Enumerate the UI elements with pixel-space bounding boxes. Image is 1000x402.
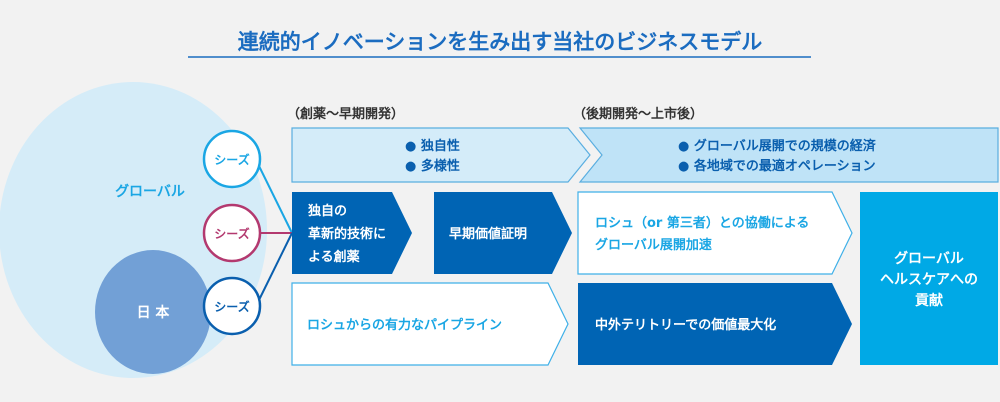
late-bullet: ● グローバル展開での規模の経済 [678, 138, 877, 154]
contribution-text: グローバル [894, 250, 964, 267]
early-poc-text: 早期価値証明 [449, 226, 527, 242]
late-bullet: ● 各地域での最適オペレーション [678, 158, 876, 174]
seeds-label: シーズ [214, 299, 249, 314]
roche-collab-text: グローバル展開加速 [595, 237, 712, 253]
seeds-circle [202, 276, 262, 336]
japan-circle [95, 250, 211, 374]
early-bullet: ● 多様性 [405, 158, 460, 174]
connector-line [258, 165, 293, 234]
early-poc-box [434, 192, 572, 274]
seeds-label: シーズ [214, 152, 249, 167]
seeds-circle [202, 129, 262, 189]
roche-collab-box [577, 191, 853, 275]
connector-line [258, 232, 293, 301]
roche-pipeline-text: ロシュからの有力なパイプライン [307, 317, 502, 333]
roche-collab-text: ロシュ（or 第三者）との協働による [595, 215, 809, 231]
innovation-text: よる創薬 [308, 249, 361, 265]
roche-pipeline-box [291, 282, 569, 366]
phase-label-late: （後期開発～上市後） [573, 106, 703, 122]
late-phase-band [578, 127, 999, 183]
seeds-label: シーズ [214, 226, 249, 241]
innovation-text: 革新的技術に [308, 226, 386, 242]
early-phase-band [291, 127, 591, 183]
seeds-circle [202, 203, 262, 263]
contribution-text: ヘルスケアへの [880, 272, 978, 288]
page-title: 連続的イノベーションを生み出す当社のビジネスモデル [238, 30, 763, 54]
japan-label: 日 本 [137, 304, 171, 321]
early-bullet: ● 独自性 [405, 138, 460, 154]
global-label: グローバル [115, 183, 185, 200]
contribution-box [860, 192, 998, 365]
contribution-text: 貢献 [915, 292, 943, 309]
territory-text: 中外テリトリーでの価値最大化 [595, 317, 776, 333]
innovation-text: 独自の [308, 203, 347, 219]
phase-label-early: （創薬～早期開発） [287, 106, 404, 122]
territory-box [578, 283, 852, 365]
innovation-box [292, 192, 412, 274]
